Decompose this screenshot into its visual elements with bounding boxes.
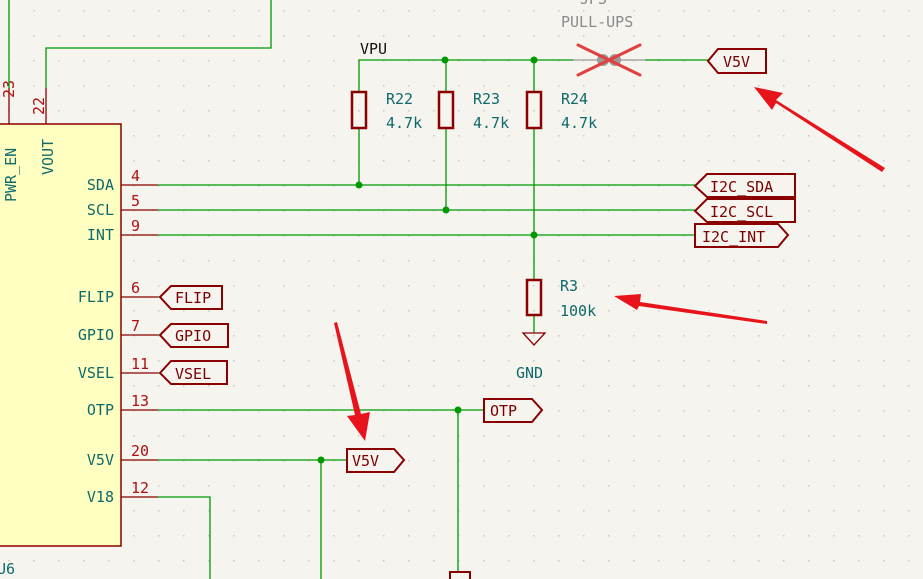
resistor-value: 4.7k: [561, 114, 597, 132]
pin-number: 4: [131, 167, 140, 185]
pin-name: FLIP: [78, 288, 114, 306]
label-text: GPIO: [175, 327, 211, 345]
label-text: I2C_SDA: [710, 178, 773, 196]
label-v5v[interactable]: V5V: [346, 448, 406, 473]
gnd-label: GND: [516, 364, 543, 382]
resistor-ref: R22: [386, 90, 413, 108]
pin-int[interactable]: INT 9: [87, 217, 158, 244]
label-gpio[interactable]: GPIO: [158, 323, 229, 348]
pin-gpio[interactable]: GPIO 7: [78, 317, 158, 344]
jumper-ref: JP3: [580, 0, 607, 8]
label-text: V5V: [723, 53, 750, 71]
pin-otp[interactable]: OTP 13: [87, 392, 158, 419]
pin-number: 23: [0, 80, 18, 98]
pin-name: SCL: [87, 201, 114, 219]
label-otp[interactable]: OTP: [483, 398, 544, 423]
resistor-ref: R23: [473, 90, 500, 108]
pin-name: GPIO: [78, 326, 114, 344]
pin-number: 11: [131, 355, 149, 373]
net-vpu: VPU: [360, 40, 387, 58]
label-i2c-scl[interactable]: I2C_SCL: [693, 198, 796, 223]
arrow-icon: [614, 294, 767, 324]
pin-number: 5: [131, 192, 140, 210]
label-text: FLIP: [175, 289, 211, 307]
pin-name: INT: [87, 226, 114, 244]
pin-name: VSEL: [78, 364, 114, 382]
jumper-jp3[interactable]: JP3 PULL-UPS: [561, 0, 645, 77]
pin-name: V5V: [87, 451, 114, 469]
label-i2c-int[interactable]: I2C_INT: [694, 223, 790, 248]
resistor-ref: R24: [561, 90, 588, 108]
pin-name: OTP: [87, 401, 114, 419]
pin-number: 9: [131, 217, 140, 235]
excluded-x-icon: [576, 43, 642, 77]
pin-number: 7: [131, 317, 140, 335]
pin-flip[interactable]: FLIP 6: [78, 279, 158, 306]
arrow-icon: [334, 322, 370, 441]
label-text: I2C_INT: [702, 228, 765, 246]
partial-component: [449, 571, 471, 579]
ic-body: [0, 123, 122, 547]
ic-u6[interactable]: 23 22 PWR_EN VOUT U6: [0, 80, 122, 578]
pin-number: 12: [131, 479, 149, 497]
resistor-value: 4.7k: [473, 114, 509, 132]
pin-number: 22: [30, 97, 48, 115]
ic-reference: U6: [0, 560, 15, 578]
annotation-arrows: [334, 87, 885, 441]
pin-sda[interactable]: SDA 4: [87, 167, 158, 194]
pin-name: SDA: [87, 176, 114, 194]
gnd-symbol[interactable]: GND: [516, 332, 547, 382]
resistor-value: 100k: [560, 302, 596, 320]
pin-v5v[interactable]: V5V 20: [87, 442, 158, 469]
label-text: OTP: [490, 402, 517, 420]
pin-name: VOUT: [39, 139, 57, 175]
pin-vsel[interactable]: VSEL 11: [78, 355, 158, 382]
label-text: V5V: [352, 452, 379, 470]
resistor-value: 4.7k: [386, 114, 422, 132]
label-flip[interactable]: FLIP: [158, 285, 223, 310]
resistor-r23[interactable]: R23 4.7k: [437, 90, 509, 132]
pin-name: PWR_EN: [2, 148, 20, 202]
pin-number: 13: [131, 392, 149, 410]
pin-number: 20: [131, 442, 149, 460]
jumper-note: PULL-UPS: [561, 13, 633, 31]
resistor-r3[interactable]: R3 100k: [525, 277, 596, 320]
resistor-r24[interactable]: R24 4.7k: [525, 90, 597, 132]
resistor-r22[interactable]: R22 4.7k: [350, 90, 422, 132]
pin-v18[interactable]: V18 12: [87, 479, 158, 506]
arrow-icon: [754, 87, 885, 172]
label-i2c-sda[interactable]: I2C_SDA: [693, 173, 796, 198]
label-vsel[interactable]: VSEL: [158, 360, 228, 385]
pin-name: V18: [87, 488, 114, 506]
label-text: VSEL: [175, 365, 211, 383]
pin-number: 6: [131, 279, 140, 297]
gnd-icon: [521, 332, 547, 346]
pin-scl[interactable]: SCL 5: [87, 192, 158, 219]
label-text: I2C_SCL: [710, 203, 773, 221]
resistor-ref: R3: [560, 277, 578, 295]
label-v5v-top[interactable]: V5V: [706, 48, 767, 74]
